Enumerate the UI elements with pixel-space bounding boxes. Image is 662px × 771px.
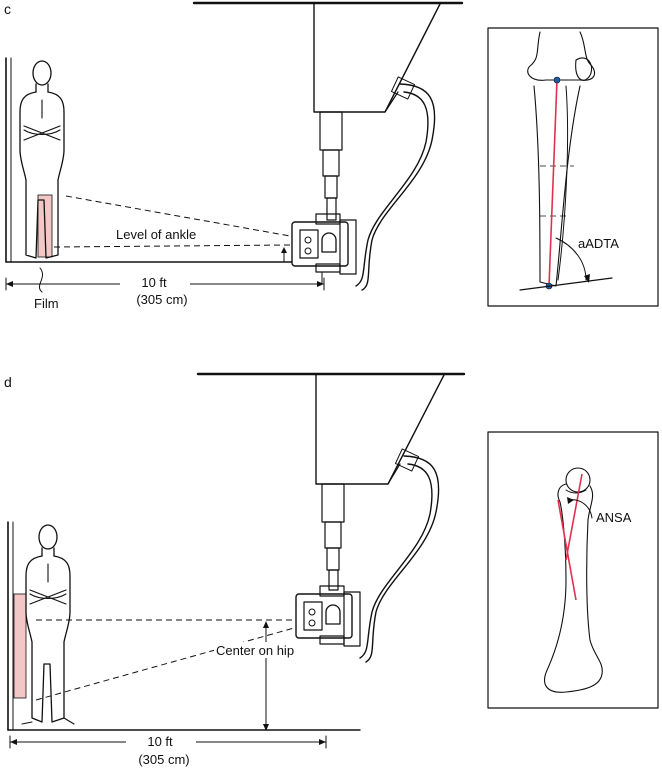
panel-d-label: d — [4, 374, 12, 390]
panel-c-label: c — [4, 1, 11, 17]
neck-axis-line — [565, 473, 583, 561]
film-cassette-d — [13, 593, 27, 699]
femur-bone-icon — [544, 467, 603, 693]
landmark-dot-top — [553, 76, 561, 84]
inset-d-frame — [487, 431, 659, 709]
beam-lower — [53, 244, 291, 248]
distance-cm-d: (305 cm) — [138, 752, 189, 767]
tube-column — [319, 111, 343, 221]
tibia-axis-line — [548, 79, 558, 287]
distance-ft-c: 10 ft — [141, 275, 167, 290]
xray-tube-icon-d — [295, 585, 361, 647]
beam-lower-d — [35, 627, 295, 701]
ceiling-mount-icon — [192, 1, 464, 113]
xray-tube-icon — [291, 213, 357, 285]
tube-column-d — [321, 483, 345, 591]
inset-c-frame — [487, 27, 659, 307]
tube-cable — [355, 76, 436, 291]
ansa-label: ANSA — [596, 510, 632, 525]
level-arrowhead — [281, 247, 287, 253]
panel-d: d — [4, 372, 659, 767]
film-pointer — [38, 267, 44, 293]
film-label: Film — [34, 296, 59, 311]
tube-cable-d — [359, 448, 440, 663]
shaft-axis-line — [557, 499, 577, 601]
ankle-joint-line — [519, 277, 613, 291]
beam-upper — [65, 195, 291, 237]
distance-ft-d: 10 ft — [147, 734, 173, 749]
panel-c: c — [4, 1, 659, 311]
center-on-hip-label: Center on hip — [216, 643, 294, 658]
ceiling-mount-icon-d — [196, 372, 466, 485]
person-figure-icon — [19, 60, 65, 259]
person-figure-icon-d — [21, 524, 75, 725]
aadta-label: aADTA — [578, 236, 619, 251]
distance-cm-c: (305 cm) — [136, 292, 187, 307]
level-of-ankle-label: Level of ankle — [116, 227, 196, 242]
